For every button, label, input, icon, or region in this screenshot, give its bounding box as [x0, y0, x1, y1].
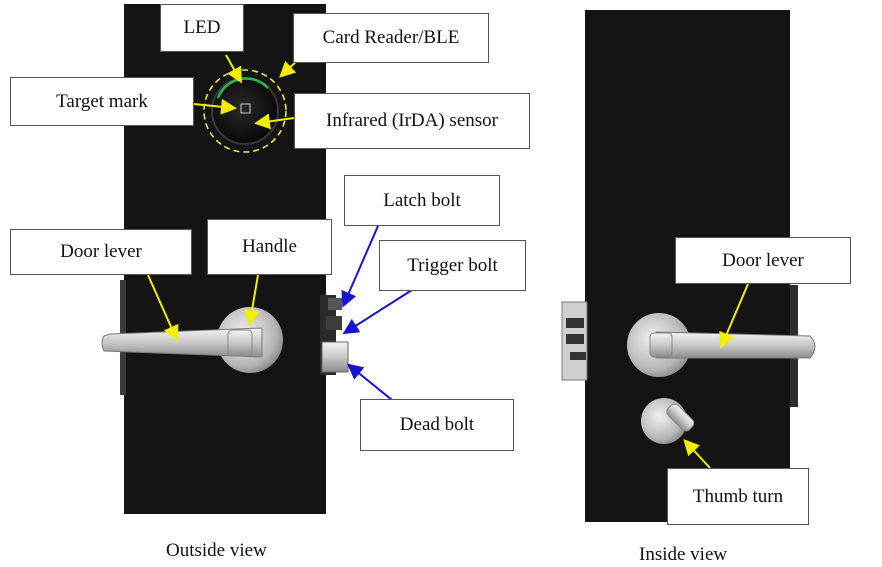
dead-bolt-shape [321, 341, 349, 373]
thumb-turn-label: Thumb turn [667, 468, 809, 525]
trigger-bolt-shape [326, 316, 342, 330]
outside-view-caption: Outside view [166, 540, 267, 561]
outside-lever [101, 307, 283, 373]
target-mark-label: Target mark [10, 77, 194, 126]
led-label: LED [160, 4, 244, 52]
inside-view-caption: Inside view [639, 544, 728, 565]
door-lever-label-outside: Door lever [10, 229, 192, 275]
handle-label: Handle [207, 219, 332, 275]
latch-bolt-shape [328, 298, 342, 310]
latch-bolt-label: Latch bolt [344, 175, 500, 226]
card-reader-label: Card Reader/BLE [293, 13, 489, 63]
infrared-sensor-label: Infrared (IrDA) sensor [294, 93, 530, 149]
trigger-bolt-label: Trigger bolt [379, 240, 526, 291]
door-lever-label-inside: Door lever [675, 237, 851, 284]
callout-arrows [147, 54, 749, 469]
dead-bolt-label: Dead bolt [360, 399, 514, 451]
thumb-turn-shape [641, 398, 695, 444]
target-mark-shape [240, 103, 251, 114]
inside-lever [627, 313, 816, 377]
